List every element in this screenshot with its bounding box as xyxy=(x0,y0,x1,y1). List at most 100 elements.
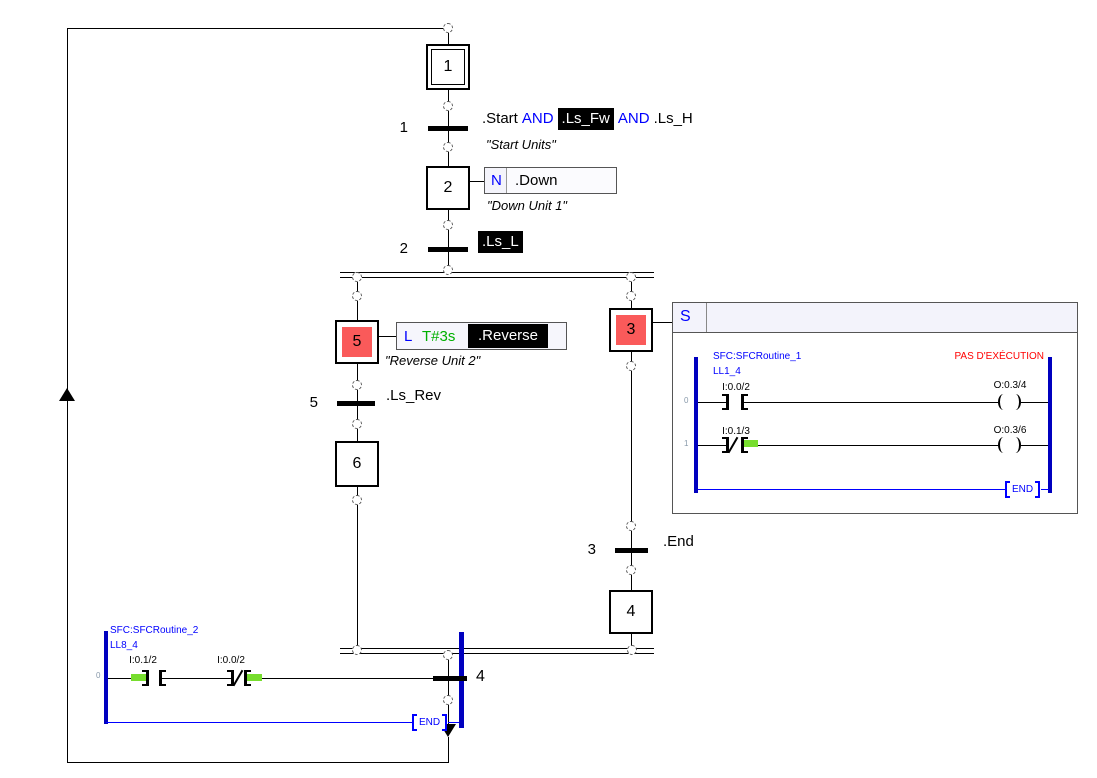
transition-3-condition[interactable]: .End xyxy=(663,533,694,550)
link-point xyxy=(443,23,453,33)
rung-wire xyxy=(758,445,998,446)
end-bracket-right xyxy=(1035,481,1041,498)
transition-5-condition[interactable]: .Ls_Rev xyxy=(386,387,442,404)
coil-icon[interactable] xyxy=(998,437,1009,453)
link-point xyxy=(352,272,362,282)
transition-4-number: 4 xyxy=(476,668,485,685)
end-bracket-left xyxy=(412,714,417,731)
link-point xyxy=(352,419,362,429)
step-2-label: 2 xyxy=(443,179,453,196)
step-1[interactable]: 1 xyxy=(426,44,470,90)
condition-operand: .Ls_H xyxy=(653,110,693,127)
step-5-active-highlight: 5 xyxy=(342,327,372,357)
step-4[interactable]: 4 xyxy=(609,590,653,634)
link-point xyxy=(626,521,636,531)
transition-1-comment: "Start Units" xyxy=(486,137,556,152)
nc-contact-icon[interactable] xyxy=(722,437,729,453)
coil-icon[interactable] xyxy=(1010,437,1021,453)
flow-line xyxy=(357,487,358,648)
execution-status: PAS D'EXÉCUTION xyxy=(954,351,1044,362)
action-name-selected: .Reverse xyxy=(468,324,549,348)
routine-name: SFC:SFCRoutine_2 xyxy=(110,625,199,636)
loop-line-bottom xyxy=(67,762,449,763)
link-point xyxy=(626,565,636,575)
no-contact-icon[interactable] xyxy=(142,670,149,686)
rung-wire xyxy=(108,678,131,679)
rung-wire xyxy=(1021,402,1048,403)
nc-contact-icon[interactable] xyxy=(244,670,251,686)
power-flow-highlight xyxy=(743,440,758,447)
nc-contact-icon[interactable] xyxy=(741,437,748,453)
initial-step-inner-border: 1 xyxy=(431,49,465,85)
rung-wire xyxy=(1021,445,1048,446)
transition-1-condition[interactable]: .Start AND .Ls_Fw AND .Ls_H xyxy=(482,108,693,130)
rung-wire-blue xyxy=(698,489,1005,490)
transition-3-bar[interactable] xyxy=(615,548,648,553)
step-4-label: 4 xyxy=(626,603,636,620)
rung-number: 0 xyxy=(96,671,101,680)
no-contact-icon[interactable] xyxy=(741,394,748,410)
action-step-2[interactable]: N .Down xyxy=(484,167,617,194)
step-5-label: 5 xyxy=(352,333,362,350)
rung-wire xyxy=(698,445,726,446)
action-qualifier: N xyxy=(485,168,507,193)
link-point xyxy=(352,291,362,301)
rung-number: 0 xyxy=(684,396,689,405)
link-point xyxy=(443,695,453,705)
action-step-5[interactable]: L T#3s .Reverse xyxy=(396,322,567,350)
contact-label: I:0.0/2 xyxy=(722,382,750,393)
step-5[interactable]: 5 xyxy=(335,320,379,364)
end-instruction[interactable]: END xyxy=(1005,481,1041,498)
link-point xyxy=(443,265,453,275)
action-qualifier: L xyxy=(404,327,413,345)
transition-2-bar[interactable] xyxy=(428,247,468,252)
transition-2-condition[interactable]: .Ls_L xyxy=(478,231,523,253)
rung-wire xyxy=(262,678,433,679)
end-instruction[interactable]: END xyxy=(412,714,448,731)
link-point xyxy=(443,220,453,230)
power-rail-right xyxy=(1048,357,1052,493)
power-rail-left xyxy=(694,357,698,493)
rung-wire xyxy=(162,678,232,679)
transition-5-number: 5 xyxy=(309,394,318,411)
coil-icon[interactable] xyxy=(1010,394,1021,410)
nc-contact-icon[interactable] xyxy=(227,670,234,686)
rung-wire xyxy=(744,402,998,403)
nc-contact-slash xyxy=(232,669,244,687)
action-connector xyxy=(470,181,484,182)
transition-5-bar[interactable] xyxy=(337,401,375,406)
action-connector xyxy=(379,336,396,337)
power-flow-highlight xyxy=(247,674,262,681)
contact-label: I:0.0/2 xyxy=(217,655,245,666)
convergence-line xyxy=(340,648,654,649)
step-6[interactable]: 6 xyxy=(335,441,379,487)
link-point xyxy=(627,645,637,655)
transition-4-bar[interactable] xyxy=(433,676,467,681)
power-flow-highlight xyxy=(131,674,146,681)
coil-label: O:0.3/4 xyxy=(993,380,1027,391)
tag-name: LL1_4 xyxy=(713,366,741,377)
coil-icon[interactable] xyxy=(998,394,1009,410)
action-connector xyxy=(653,322,672,323)
step-3[interactable]: 3 xyxy=(609,308,653,352)
end-label: END xyxy=(419,717,441,728)
no-contact-icon[interactable] xyxy=(722,394,729,410)
transition-1-number: 1 xyxy=(399,119,408,136)
rung-wire xyxy=(698,402,726,403)
link-point xyxy=(443,650,453,660)
condition-keyword: AND xyxy=(617,110,650,127)
no-contact-icon[interactable] xyxy=(159,670,166,686)
flow-line xyxy=(448,737,449,762)
flow-line xyxy=(448,252,449,272)
link-point xyxy=(443,142,453,152)
contact-label: I:0.1/3 xyxy=(722,426,750,437)
step-3-active-highlight: 3 xyxy=(616,315,646,345)
condition-operand-selected: .Ls_Fw xyxy=(557,108,614,130)
contact-label: I:0.1/2 xyxy=(129,655,157,666)
transition-1-bar[interactable] xyxy=(428,126,468,131)
link-point xyxy=(352,380,362,390)
action-step-3-sbox[interactable]: S xyxy=(672,302,1078,514)
end-bracket-left xyxy=(1005,481,1010,498)
step-2[interactable]: 2 xyxy=(426,166,470,210)
